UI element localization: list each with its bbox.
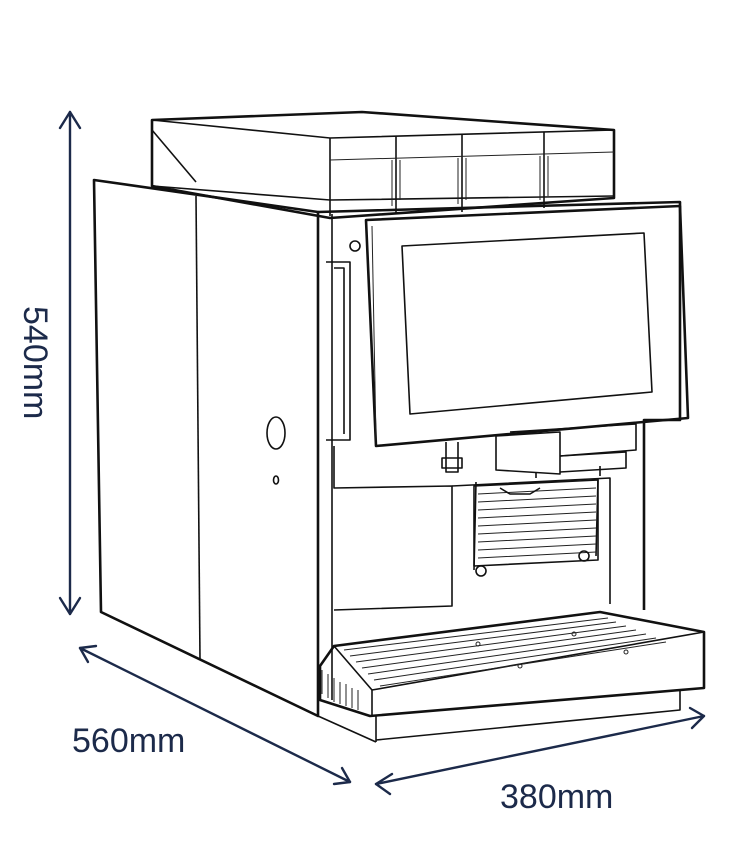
depth-label: 560mm xyxy=(72,722,185,760)
height-arrow-head-top xyxy=(58,110,82,130)
bean-hoppers xyxy=(150,110,616,220)
depth-dimension: 560mm xyxy=(72,644,352,786)
width-arrow-line xyxy=(374,714,706,786)
depth-arrow-head-right xyxy=(332,766,352,786)
depth-arrow-line xyxy=(78,646,352,784)
side-panel xyxy=(92,178,320,718)
cup-grill xyxy=(473,477,599,577)
height-dimension: 540mm xyxy=(16,110,82,616)
width-dimension: 380mm xyxy=(374,706,706,816)
drip-tray xyxy=(318,610,706,742)
side-panel-seam xyxy=(195,195,201,661)
side-panel-hole xyxy=(272,475,280,485)
depth-arrow-head-left xyxy=(78,644,98,664)
width-arrow-head-right xyxy=(688,706,706,730)
front-screw xyxy=(349,240,361,252)
width-arrow-head-left xyxy=(374,772,394,796)
coffee-machine-illustration xyxy=(92,110,706,743)
dispenser-area xyxy=(333,423,637,611)
touch-display xyxy=(364,204,690,448)
side-panel-port xyxy=(266,416,286,450)
base-foot xyxy=(100,611,377,743)
width-label: 380mm xyxy=(500,778,613,816)
height-arrow-head-bottom xyxy=(58,596,82,616)
height-label: 540mm xyxy=(16,306,54,419)
